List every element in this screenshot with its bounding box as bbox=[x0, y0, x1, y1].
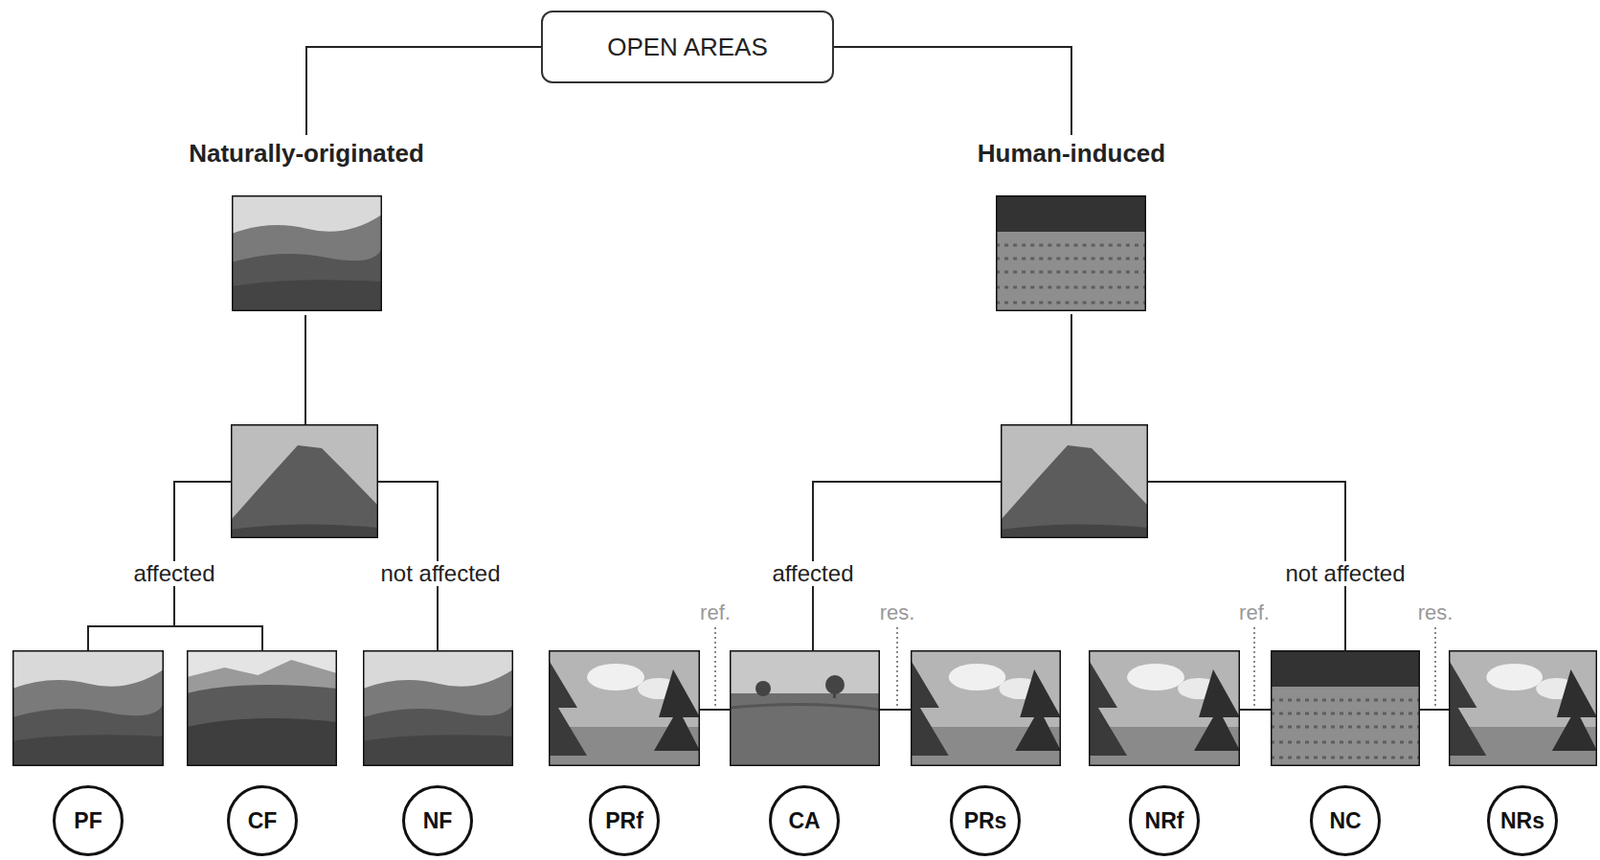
class-circle: PF bbox=[52, 785, 124, 857]
title-box: OPEN AREAS bbox=[540, 10, 834, 84]
landscape-photo bbox=[12, 650, 164, 767]
class-circle: PRf bbox=[588, 785, 660, 857]
class-circle: CA bbox=[768, 785, 840, 857]
volcano-photo bbox=[1000, 424, 1149, 539]
branch-label: ref. bbox=[697, 601, 734, 625]
landscape-photo bbox=[1270, 650, 1420, 767]
branch-label: res. bbox=[877, 601, 919, 625]
branch-label: res. bbox=[1415, 601, 1457, 625]
landscape-photo bbox=[362, 650, 514, 767]
branch-label: affected bbox=[131, 561, 219, 586]
class-circle: PRs bbox=[949, 785, 1021, 857]
tree-connector bbox=[306, 46, 541, 136]
class-circle: NF bbox=[402, 785, 474, 857]
volcano-photo bbox=[230, 424, 379, 539]
category-photo: Naturally-originated bbox=[188, 138, 425, 312]
landscape-photo bbox=[1088, 650, 1240, 767]
landscape-photo bbox=[729, 650, 880, 767]
class-circle: NC bbox=[1309, 785, 1381, 857]
category-photo: Human-induced bbox=[977, 138, 1166, 312]
landscape-photo bbox=[186, 650, 338, 767]
branch-label: not affected bbox=[378, 561, 504, 586]
class-circle: CF bbox=[226, 785, 298, 857]
landscape-photo bbox=[1448, 650, 1598, 767]
class-circle: NRs bbox=[1487, 785, 1558, 857]
branch-label: affected bbox=[769, 561, 857, 586]
branch-label: not affected bbox=[1283, 561, 1409, 586]
landscape-photo bbox=[231, 195, 383, 312]
landscape-photo bbox=[910, 650, 1061, 767]
landscape-photo bbox=[995, 195, 1147, 312]
class-circle: NRf bbox=[1128, 785, 1200, 857]
landscape-photo bbox=[548, 650, 700, 767]
branch-label: ref. bbox=[1236, 601, 1273, 625]
tree-connector bbox=[833, 46, 1072, 136]
